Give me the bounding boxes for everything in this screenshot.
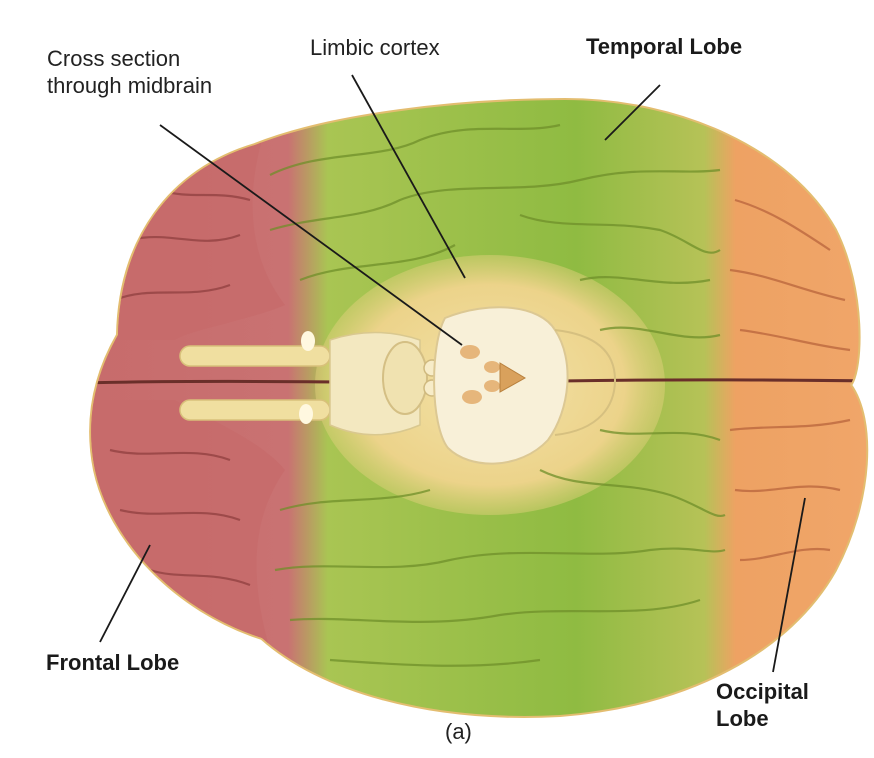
leader-line-occipital (772, 497, 806, 673)
leader-line-frontal (99, 544, 151, 643)
cerebral-aqueduct (499, 362, 526, 393)
label-occipital-line2: Lobe (716, 706, 769, 731)
leader-line-cross-section (159, 124, 463, 346)
figure-caption: (a) (445, 719, 472, 744)
temporal-gyri (269, 123, 726, 667)
leader-line-limbic (351, 74, 466, 279)
label-temporal-lobe: Temporal Lobe (586, 34, 743, 59)
leader-lines (99, 74, 806, 673)
label-cross-section-line1: Cross section (47, 46, 181, 71)
cerebral-peduncle (554, 329, 617, 436)
leader-line-temporal (604, 84, 661, 141)
red-nucleus-upper (484, 361, 500, 373)
substantia-nigra-lower (462, 390, 482, 404)
occipital-gyri (729, 198, 851, 562)
label-limbic-cortex: Limbic cortex (310, 35, 440, 60)
olfactory-bulb-lower (299, 404, 313, 424)
substantia-nigra-upper (460, 345, 480, 359)
label-cross-section: Cross section through midbrain (47, 45, 212, 99)
label-cross-section-line2: through midbrain (47, 73, 213, 98)
label-frontal-lobe: Frontal Lobe (46, 650, 180, 675)
optic-chiasm (382, 341, 428, 415)
label-occipital-lobe: Occipital Lobe (716, 678, 809, 732)
olfactory-bulb-upper (301, 331, 315, 351)
red-nucleus-lower (484, 380, 500, 392)
label-occipital-line1: Occipital (716, 679, 809, 704)
